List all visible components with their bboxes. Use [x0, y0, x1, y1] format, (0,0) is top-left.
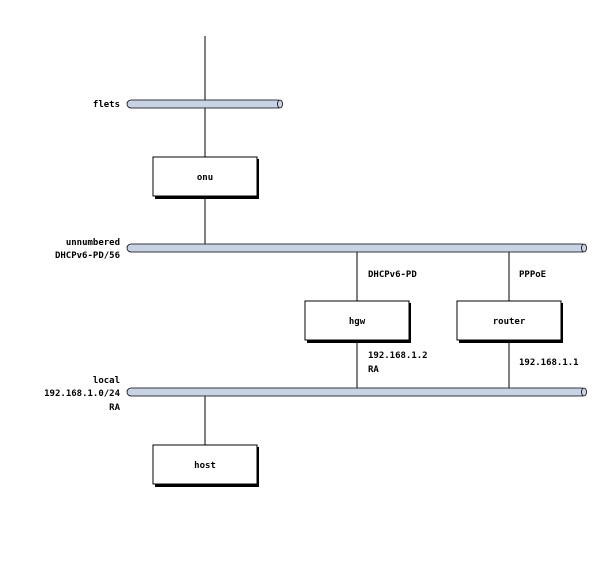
node-onu: onu — [152, 156, 259, 199]
node-onu-box — [152, 156, 258, 197]
node-router-box — [456, 300, 562, 341]
node-host-box — [152, 444, 258, 485]
network-unnumbered-label: unnumbered — [66, 238, 120, 248]
wires — [204, 36, 510, 445]
network-local-bar — [126, 387, 587, 397]
network-unnumbered-cap — [581, 243, 587, 253]
node-host: host — [152, 444, 259, 487]
network-local: local 192.168.1.0/24 RA — [44, 376, 587, 413]
link-router-local-address: 192.168.1.1 — [519, 358, 579, 368]
network-unnumbered-address: DHCPv6-PD/56 — [55, 251, 120, 261]
node-hgw-label: hgw — [349, 317, 366, 327]
link-labels: DHCPv6-PD PPPoE 192.168.1.2 RA 192.168.1… — [368, 270, 579, 375]
network-flets-label: flets — [93, 100, 120, 110]
node-router-label: router — [493, 317, 526, 327]
network-local-address: 192.168.1.0/24 — [44, 389, 120, 399]
network-unnumbered: unnumbered DHCPv6-PD/56 — [55, 238, 587, 261]
node-onu-label: onu — [197, 173, 213, 183]
link-hgw-local-extra: RA — [368, 365, 379, 375]
network-flets-cap — [277, 99, 283, 109]
network-local-cap — [581, 387, 587, 397]
link-hgw-local-address: 192.168.1.2 — [368, 351, 428, 361]
node-router: router — [456, 300, 563, 343]
node-hgw-box — [304, 300, 410, 341]
network-flets-bar — [126, 99, 283, 109]
link-router-unnumbered-label: PPPoE — [519, 270, 546, 280]
network-flets: flets — [93, 99, 283, 110]
network-unnumbered-bar — [126, 243, 587, 253]
network-local-extra: RA — [109, 403, 120, 413]
link-hgw-unnumbered-label: DHCPv6-PD — [368, 270, 417, 280]
node-hgw: hgw — [304, 300, 411, 343]
node-host-label: host — [194, 461, 216, 471]
network-local-label: local — [93, 376, 120, 386]
